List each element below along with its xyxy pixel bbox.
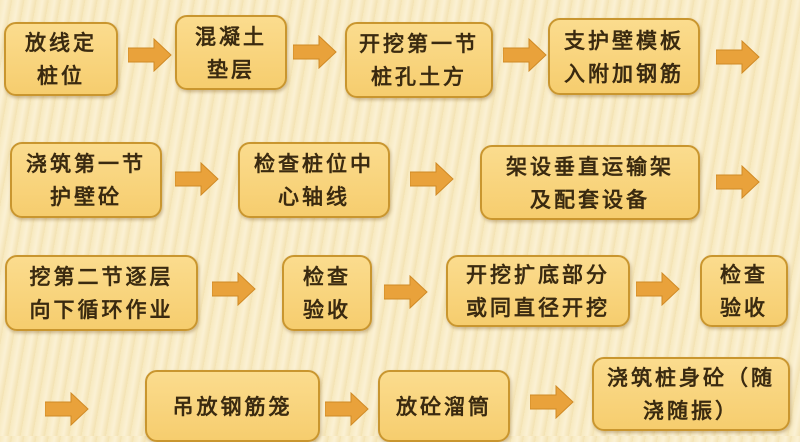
arrow-right-icon <box>384 275 428 309</box>
step-14-box: 浇筑桩身砼（随 浇随振） <box>592 357 790 431</box>
arrow-right-icon <box>410 162 454 196</box>
step-6-box: 检查桩位中 心轴线 <box>238 142 390 218</box>
step-10-box: 开挖扩底部分 或同直径开挖 <box>446 255 630 327</box>
arrow-right-icon <box>212 272 256 306</box>
arrow-right-icon <box>636 272 680 306</box>
step-9-box: 检查 验收 <box>282 255 372 331</box>
step-7-box: 架设垂直运输架 及配套设备 <box>480 145 700 220</box>
arrow-right-icon <box>128 38 172 72</box>
arrow-right-icon <box>293 35 337 69</box>
arrow-right-icon <box>45 392 89 426</box>
step-13-box: 放砼溜筒 <box>378 370 510 442</box>
arrow-right-icon <box>716 40 760 74</box>
step-2-box: 混凝土 垫层 <box>175 15 287 90</box>
arrow-right-icon <box>503 38 547 72</box>
step-5-box: 浇筑第一节 护壁砼 <box>10 142 162 218</box>
step-12-box: 吊放钢筋笼 <box>145 370 320 442</box>
step-4-box: 支护壁模板 入附加钢筋 <box>548 18 700 95</box>
step-11-box: 检查 验收 <box>700 255 788 327</box>
arrow-right-icon <box>325 392 369 426</box>
step-8-box: 挖第二节逐层 向下循环作业 <box>5 255 198 331</box>
step-1-box: 放线定 桩位 <box>4 22 118 96</box>
arrow-right-icon <box>530 385 574 419</box>
step-3-box: 开挖第一节 桩孔土方 <box>345 22 493 98</box>
arrow-right-icon <box>716 165 760 199</box>
arrow-right-icon <box>175 162 219 196</box>
